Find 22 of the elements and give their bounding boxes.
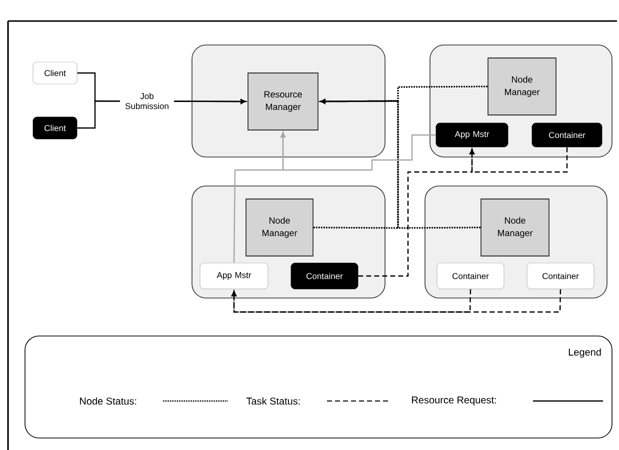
process-box: Container [532,122,602,148]
process-box: App Mstr [200,262,268,290]
arrow [280,132,436,171]
manager-box: Node Manager [246,198,314,256]
legend-label: Node Status: [80,397,136,405]
process-box: Client [32,62,78,84]
process-box: App Mstr [436,122,508,148]
legend-label: Task Status: [246,397,300,405]
legend-title: Legend [568,348,601,358]
process-box: Container [526,262,594,290]
process-box: Container [436,262,504,290]
manager-box: Resource Manager [248,72,318,130]
arrow [320,99,481,229]
arrow [232,289,562,313]
legend-label: Resource Request: [412,396,496,406]
manager-box: Node Manager [488,58,556,116]
process-box: Container [290,262,358,290]
edge-label: Job Submission [120,90,174,112]
manager-box: Node Manager [480,198,550,256]
arrow [313,99,399,229]
arrow [358,148,474,277]
process-box: Client [32,116,78,140]
